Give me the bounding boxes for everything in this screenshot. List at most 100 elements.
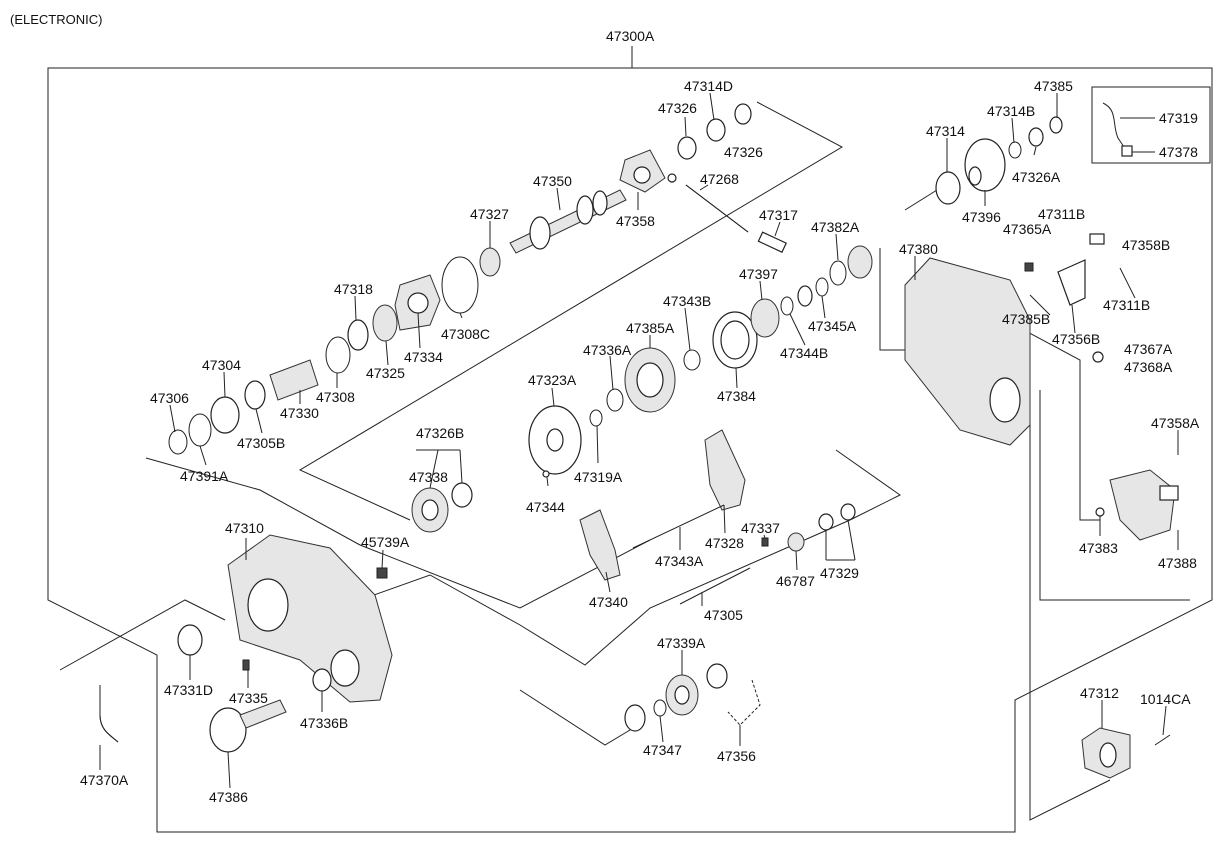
assembly-label: 47300A xyxy=(606,28,655,44)
seal-47336b xyxy=(312,668,332,692)
ring-47308c xyxy=(441,256,479,314)
gear-47327 xyxy=(479,247,501,277)
chain-47356 xyxy=(727,679,761,726)
part-number-label: 47326A xyxy=(1012,169,1061,185)
clip-47365a xyxy=(1024,262,1034,272)
ring-47314b xyxy=(1008,141,1022,159)
bolt-1014ca xyxy=(1154,734,1171,746)
part-number-label: 47311B xyxy=(1038,206,1085,222)
part-number-label: 47306 xyxy=(150,390,189,406)
part-number-label: 47326 xyxy=(724,144,763,160)
part-number-label: 47340 xyxy=(589,594,628,610)
part-number-label: 47343B xyxy=(663,293,711,309)
ball-47344 xyxy=(542,470,550,478)
front-case-47310 xyxy=(227,534,393,703)
part-number-label: 47356 xyxy=(717,748,756,764)
part-number-label: 47334 xyxy=(404,349,443,365)
part-number-label: 47305 xyxy=(704,607,743,623)
shift-fork-47328 xyxy=(704,429,746,511)
part-number-label: 47382A xyxy=(811,219,860,235)
ring-47306 xyxy=(168,429,188,455)
ring-47305b xyxy=(244,380,266,410)
part-number-label: 47356B xyxy=(1052,331,1100,347)
part-number-label: 47385A xyxy=(626,320,675,336)
bearing-47347 xyxy=(624,704,646,732)
part-number-label: 47305B xyxy=(237,435,285,451)
zone-lines xyxy=(59,101,1190,821)
seal-47331d xyxy=(177,624,203,656)
part-number-label: 47328 xyxy=(705,535,744,551)
rail-47343a xyxy=(632,504,725,549)
planetary-47334 xyxy=(394,274,441,331)
part-number-label: 47365A xyxy=(1003,221,1052,237)
harness-inset-box xyxy=(1091,86,1211,164)
gear-47338 xyxy=(411,487,449,533)
part-number-label: 47338 xyxy=(409,469,448,485)
part-number-label: 47314 xyxy=(926,123,965,139)
part-number-label: 47384 xyxy=(717,388,756,404)
ring-47314d xyxy=(706,118,726,142)
ring-47326-a xyxy=(677,136,697,160)
part-number-label: 47343A xyxy=(655,553,704,569)
seal-47314 xyxy=(935,171,961,205)
part-number-label: 47317 xyxy=(759,207,798,223)
part-number-label: 47311B xyxy=(1103,297,1150,313)
part-number-label: 47326 xyxy=(658,100,697,116)
washer-47383 xyxy=(1095,507,1105,517)
nut-47385 xyxy=(1049,116,1063,134)
variant-note: (ELECTRONIC) xyxy=(10,12,102,27)
leader-lines xyxy=(99,92,1179,789)
part-number-label: 47358A xyxy=(1151,415,1200,431)
ring-47308 xyxy=(325,336,351,374)
part-number-label: 47319 xyxy=(1159,110,1198,126)
gear-47339a xyxy=(665,674,699,716)
part-number-label: 47396 xyxy=(962,209,1001,225)
part-number-label: 47310 xyxy=(225,520,264,536)
ring-47326-b xyxy=(734,103,752,125)
part-number-label: 47336B xyxy=(300,715,348,731)
ring-47382a xyxy=(829,260,847,286)
part-number-label: 47327 xyxy=(470,206,509,222)
part-number-label: 47335 xyxy=(229,690,268,706)
part-number-label: 47308C xyxy=(441,326,490,342)
part-number-label: 47370A xyxy=(80,772,129,788)
bolt-47335 xyxy=(242,659,250,671)
part-number-label: 47358B xyxy=(1122,237,1170,253)
part-number-label: 47397 xyxy=(739,266,778,282)
part-number-label: 47383 xyxy=(1079,540,1118,556)
part-number-label: 47391A xyxy=(180,468,229,484)
part-number-label: 47329 xyxy=(820,565,859,581)
part-number-label: 45739A xyxy=(361,534,410,550)
part-number-label: 47314D xyxy=(684,78,733,94)
bearing-47385a xyxy=(624,347,676,413)
ring-47336a xyxy=(606,388,624,412)
bushing-47326b xyxy=(451,482,473,508)
clip-45739a xyxy=(376,567,388,579)
flange-47386 xyxy=(209,699,287,753)
part-number-label: 47358 xyxy=(616,213,655,229)
ring-47318 xyxy=(347,319,369,351)
part-number-label: 47386 xyxy=(209,789,248,805)
part-number-label: 1014CA xyxy=(1140,691,1191,707)
part-number-label: 47314B xyxy=(987,103,1035,119)
part-number-label: 47326B xyxy=(416,425,464,441)
part-number-label: 47304 xyxy=(202,357,241,373)
assembly-frame xyxy=(47,46,1213,833)
pin-47337 xyxy=(761,537,769,547)
part-number-label: 47337 xyxy=(741,520,780,536)
part-number-label: 47368A xyxy=(1124,359,1173,375)
part-number-label: 47388 xyxy=(1158,555,1197,571)
part-number-label: 47268 xyxy=(700,171,739,187)
ring-47345a xyxy=(797,285,813,307)
gear-47325 xyxy=(372,304,398,342)
part-46787 xyxy=(787,532,805,552)
ring-47391a xyxy=(188,413,212,447)
main-shaft xyxy=(509,189,627,254)
part-number-label: 47325 xyxy=(366,365,405,381)
flange-47396 xyxy=(964,138,1006,192)
flange-47358 xyxy=(619,149,677,193)
connector-47358b xyxy=(1089,233,1105,245)
mount-47312 xyxy=(1081,727,1131,779)
sensor-47317 xyxy=(757,231,787,253)
